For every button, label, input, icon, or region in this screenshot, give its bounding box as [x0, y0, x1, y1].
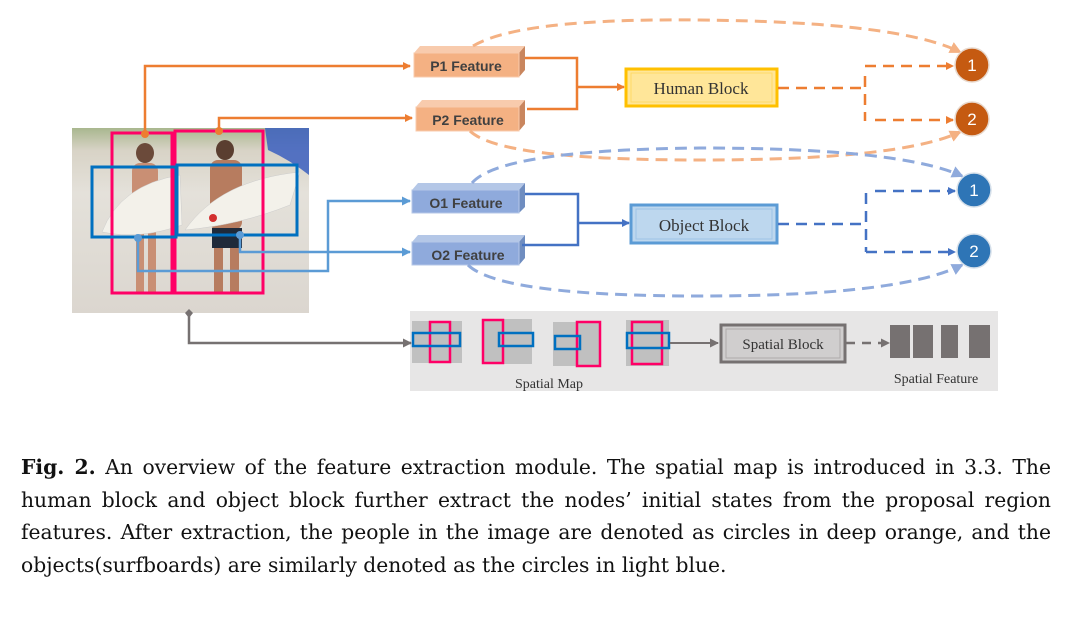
arrow-image-to-p2: [217, 114, 413, 131]
human-node-2: 2: [954, 101, 990, 137]
p2-feature-box: P2 Feature: [415, 100, 525, 132]
p2-feature-label: P2 Feature: [432, 112, 504, 128]
spatial-map-1: [411, 320, 462, 364]
object-branch: O1 Feature O2 Feature Object Block: [134, 146, 992, 298]
object-node-2-label: 2: [969, 242, 978, 261]
feature-extraction-diagram: P1 Feature P2 Feature Human Block 1: [72, 18, 998, 392]
object-block: Object Block: [629, 203, 779, 245]
spatial-feature-label: Spatial Feature: [894, 372, 978, 387]
human-block: Human Block: [624, 67, 779, 108]
spatial-map-label: Spatial Map: [515, 377, 583, 392]
object-node-1-label: 1: [969, 181, 978, 200]
human-node-2-label: 2: [967, 110, 976, 129]
object-node-1: 1: [956, 172, 992, 208]
spatial-map-4: [625, 320, 671, 366]
skip-curve-p2-to-node-2: [468, 129, 962, 162]
spatial-block: Spatial Block: [719, 323, 847, 364]
arrow-image-to-p1: [143, 62, 411, 134]
spatial-feature-bar: [890, 325, 910, 358]
arrow-image-to-o1: [136, 196, 411, 273]
spatial-branch: Spatial Map Spatial Block Spatial Featur…: [185, 309, 998, 392]
o1-feature-box: O1 Feature: [411, 183, 525, 214]
o2-feature-box: O2 Feature: [411, 235, 525, 266]
object-block-label: Object Block: [659, 216, 750, 235]
skip-curve-o2-to-node-2: [466, 263, 964, 298]
human-branch: P1 Feature P2 Feature Human Block 1: [141, 18, 990, 162]
figure-number: Fig. 2.: [21, 455, 96, 480]
skip-curve-o1-to-node-1: [470, 146, 964, 185]
spatial-map-3: [553, 320, 602, 368]
spatial-map-2: [481, 318, 535, 365]
human-node-1: 1: [954, 47, 990, 83]
spatial-feature-bar: [941, 325, 958, 358]
human-node-1-label: 1: [967, 56, 976, 75]
spatial-feature-bar: [913, 325, 933, 358]
p1-feature-label: P1 Feature: [430, 58, 502, 74]
caption-text: An overview of the feature extraction mo…: [21, 455, 1051, 578]
o2-feature-label: O2 Feature: [431, 247, 504, 263]
object-node-2: 2: [956, 233, 992, 269]
arrow-image-to-spatial-map: [187, 315, 412, 348]
human-block-label: Human Block: [654, 79, 749, 98]
p1-feature-box: P1 Feature: [413, 46, 525, 78]
skip-curve-p1-to-node-1: [472, 18, 962, 54]
input-image: [72, 128, 309, 313]
spatial-feature-bar: [969, 325, 990, 358]
figure-caption: Fig. 2. An overview of the feature extra…: [21, 451, 1051, 581]
spatial-feature-bars: [890, 325, 990, 358]
arrow-image-to-o2: [238, 235, 411, 257]
o1-feature-label: O1 Feature: [429, 195, 502, 211]
spatial-block-label: Spatial Block: [742, 337, 824, 353]
